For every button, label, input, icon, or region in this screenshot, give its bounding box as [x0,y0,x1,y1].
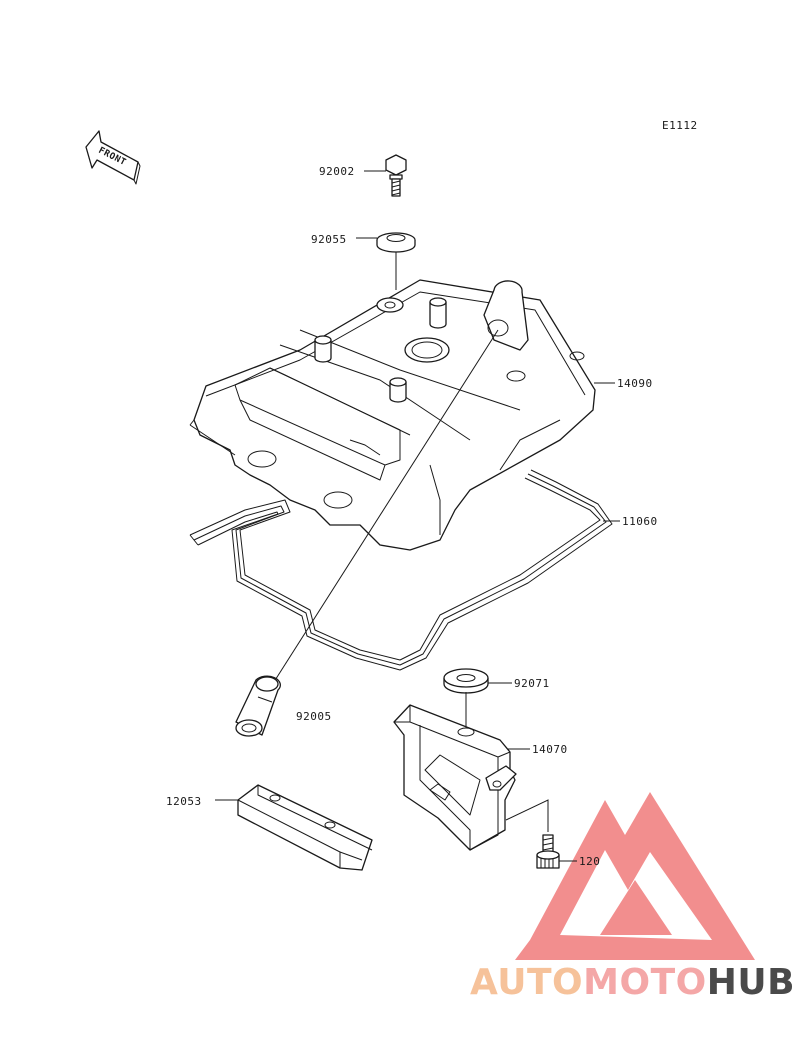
part-label-14070: 14070 [532,743,568,756]
bolt-drawing [385,154,407,197]
watermark-moto: MOTO [583,962,707,1003]
diagram-code: E1112 [662,119,698,132]
rubber-pad-drawing [237,784,373,871]
cover-bracket-drawing [393,704,517,851]
part-label-12053: 12053 [166,795,202,808]
part-label-11060: 11060 [622,515,658,528]
part-label-120: 120 [579,855,600,868]
part-label-92071: 92071 [514,677,550,690]
part-label-92002: 92002 [319,165,355,178]
watermark-text: AUTOMOTOHUB [470,962,795,1003]
part-label-92055: 92055 [311,233,347,246]
plug-cap-tube-drawing [235,675,281,737]
watermark-hub: HUB [707,962,795,1003]
part-label-14090: 14090 [617,377,653,390]
cylinder-head-cover-drawing [189,279,596,551]
screw-drawing [536,834,560,869]
seal-washer-drawing [376,232,416,253]
part-label-92005: 92005 [296,710,332,723]
cover-gasket-drawing [189,469,613,671]
grommet-drawing [443,668,489,694]
watermark-auto: AUTO [470,962,583,1003]
watermark-logo [515,792,755,960]
front-arrow-icon: FRONT [85,130,141,185]
